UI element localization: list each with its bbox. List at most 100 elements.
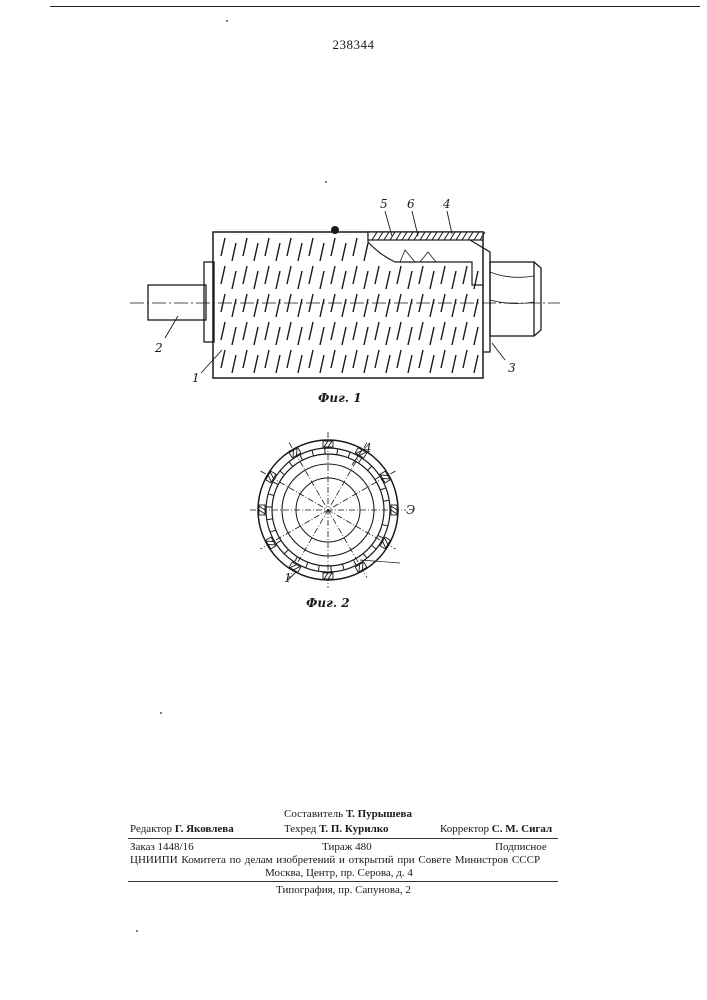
ring-tick [337, 449, 338, 455]
right-shaft-end [534, 262, 541, 336]
drum-slot [430, 327, 434, 345]
drum-slots [221, 238, 478, 373]
ring-tick [284, 550, 288, 554]
drum-slot [463, 350, 467, 368]
ring-tick [363, 554, 367, 559]
drum-slot [309, 238, 313, 256]
drum-slot [452, 355, 456, 373]
drum-slot [254, 243, 258, 261]
drum-slot [331, 238, 335, 256]
ring-tick [276, 540, 281, 543]
corrector-name: С. М. Сигал [492, 823, 552, 835]
right-shaft [490, 262, 534, 336]
fig1-label-2: 2 [154, 341, 163, 355]
ring-tick [300, 455, 303, 460]
fig2-label-1: 1 [284, 571, 292, 585]
ink-blot [331, 226, 339, 234]
leader-3 [492, 343, 505, 360]
fig2-label-3: Э [406, 503, 415, 517]
block-outline [355, 562, 367, 572]
ring-tick [380, 488, 386, 490]
fig1-label-4: 4 [442, 197, 451, 211]
drum-slot [419, 322, 423, 340]
printer-line: Типография, пр. Сапунова, 2 [276, 884, 411, 897]
drum-slot [254, 327, 258, 345]
drum-slot [298, 299, 302, 317]
drum-slot [474, 271, 478, 289]
drum-slot [331, 322, 335, 340]
drum-slot [342, 271, 346, 289]
drum-slot [375, 322, 379, 340]
drum-slot [342, 299, 346, 317]
drum-slot [243, 350, 247, 368]
drum-slot [232, 299, 236, 317]
drum-slot [276, 243, 280, 261]
drum-slot [265, 322, 269, 340]
ring-block [391, 505, 397, 515]
drum-slot [408, 299, 412, 317]
drum-slot [441, 322, 445, 340]
scan-speck [136, 930, 138, 932]
drum-slot [276, 327, 280, 345]
ring-tick [348, 452, 350, 458]
drum-slot [408, 327, 412, 345]
drum-slot [474, 355, 478, 373]
ring-tick [268, 494, 274, 496]
drum-slot [452, 299, 456, 317]
drum-slot [276, 355, 280, 373]
drum-slot [419, 350, 423, 368]
right-hub [470, 240, 490, 352]
techred-label: Техред [284, 823, 316, 835]
drum-slot [320, 327, 324, 345]
compiler-name: Т. Пурышева [346, 808, 412, 820]
drum-slot [232, 327, 236, 345]
drum-slot [331, 266, 335, 284]
techred-name: Т. П. Курилко [319, 823, 388, 835]
ring-block [355, 562, 367, 572]
drum-slot [265, 238, 269, 256]
ring-block [380, 471, 390, 483]
leader-extra [360, 560, 400, 563]
drum-slot [243, 322, 247, 340]
drum-slot [364, 243, 368, 261]
drum-slot [364, 355, 368, 373]
ring-block [323, 573, 333, 579]
scan-speck [325, 181, 327, 183]
fig1-label-1: 1 [192, 371, 200, 385]
drum-slot [254, 299, 258, 317]
drum-slot [386, 355, 390, 373]
organization-line: ЦНИИПИ Комитета по делам изобретений и о… [130, 854, 540, 867]
ring-tick [375, 476, 380, 479]
editor-label: Редактор [130, 823, 172, 835]
drum-slot [430, 271, 434, 289]
ring-tick [267, 519, 273, 520]
drum-slot [342, 355, 346, 373]
ring-tick [270, 530, 276, 532]
ring-tick [289, 462, 293, 467]
drum-slot [397, 350, 401, 368]
ring-tick [372, 545, 377, 549]
fig2-caption: Фиг. 2 [306, 596, 350, 610]
ring-tick [318, 565, 319, 571]
drum-slot [287, 350, 291, 368]
ring-tick [382, 524, 388, 526]
block-outline [380, 471, 390, 483]
drum-slot [298, 355, 302, 373]
ring-tick [383, 500, 389, 501]
drum-slot [221, 238, 225, 256]
drum-slot [254, 355, 258, 373]
fig1-label-6: 6 [407, 197, 415, 211]
drum-slot [474, 299, 478, 317]
leader-1 [201, 350, 222, 373]
drum-slot [353, 238, 357, 256]
order-number: Заказ 1448/16 [130, 841, 194, 854]
techred-line: Техред Т. П. Курилко [284, 823, 388, 836]
compiler-label: Составитель [284, 808, 343, 820]
drum-slot [298, 243, 302, 261]
imprint-rule-bottom [128, 881, 558, 882]
drum-slot [408, 271, 412, 289]
ring-tick [312, 450, 314, 456]
drum-slot [375, 266, 379, 284]
drum-slot [287, 238, 291, 256]
ring-block [380, 537, 390, 549]
